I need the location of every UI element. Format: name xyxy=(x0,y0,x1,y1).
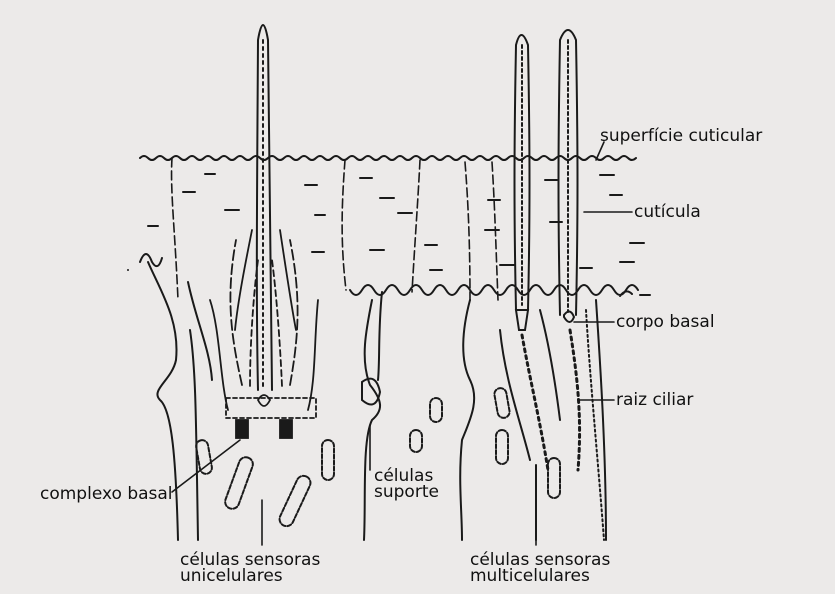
label-unicelulares-line2: unicelulares xyxy=(180,568,320,584)
label-corpo-basal: corpo basal xyxy=(616,314,715,331)
support-cell-middle xyxy=(362,292,382,540)
label-celulas-sensoras-unicelulares: células sensoras unicelulares xyxy=(180,552,320,584)
epidermis-boundary xyxy=(350,285,638,296)
label-celulas-suporte: células suporte xyxy=(374,468,439,500)
label-superficie-cuticular: superfície cuticular xyxy=(600,128,762,145)
label-raiz-ciliar: raiz ciliar xyxy=(616,392,693,409)
cell-nuclei xyxy=(195,387,560,528)
cuticle-dashes xyxy=(148,174,650,295)
label-complexo-basal: complexo basal xyxy=(40,486,173,503)
multicellular-cells xyxy=(460,300,606,540)
multicellular-hair-1 xyxy=(515,35,530,330)
label-cuticula: cutícula xyxy=(634,204,701,221)
ciliary-roots xyxy=(522,330,580,470)
unicellular-hair xyxy=(257,25,272,390)
pore-canals xyxy=(172,158,498,300)
multicellular-hair-2 xyxy=(559,30,578,322)
label-celulas-sensoras-multicelulares: células sensoras multicelulares xyxy=(470,552,610,584)
label-celulas-suporte-line2: suporte xyxy=(374,484,439,500)
label-multicelulares-line2: multicelulares xyxy=(470,568,610,584)
cuticular-surface-line xyxy=(140,156,636,160)
